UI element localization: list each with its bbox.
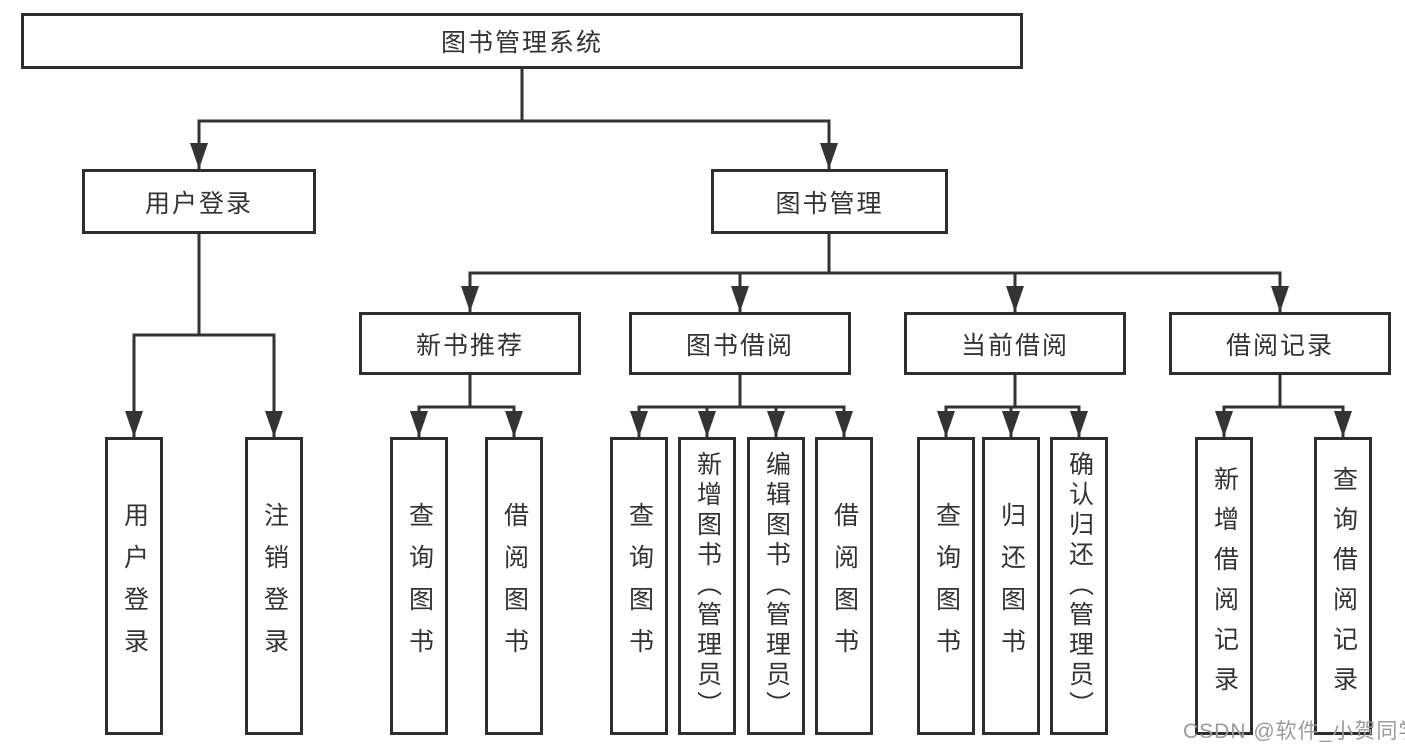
leaf-logout: 注销登录 — [245, 437, 303, 735]
node-user-login: 用户登录 — [82, 169, 316, 234]
leaf-borrow-books-recommend: 借阅图书 — [485, 437, 543, 735]
node-library-management-system: 图书管理系统 — [21, 13, 1023, 69]
watermark-text: CSDN @软件_小贺同学 — [1183, 720, 1405, 743]
leaf-confirm-return-admin: 确认归还（管理员） — [1050, 437, 1108, 735]
node-book-borrowing: 图书借阅 — [629, 312, 851, 375]
edge-borrow-records — [1215, 373, 1352, 439]
leaf-query-books-current: 查询图书 — [917, 437, 975, 735]
leaf-borrow-books-borrowing: 借阅图书 — [815, 437, 873, 735]
node-book-management: 图书管理 — [711, 169, 948, 234]
leaf-add-borrow-record: 新增借阅记录 — [1195, 437, 1253, 735]
leaf-user-login: 用户登录 — [105, 437, 163, 735]
leaf-query-borrow-record: 查询借阅记录 — [1314, 437, 1372, 735]
node-new-book-recommend: 新书推荐 — [359, 312, 581, 375]
edge-root — [190, 67, 838, 171]
edge-user-login — [125, 232, 283, 439]
node-current-borrowing: 当前借阅 — [904, 312, 1126, 375]
edge-current-borrowing — [937, 373, 1088, 439]
leaf-query-books-borrowing: 查询图书 — [610, 437, 668, 735]
leaf-edit-book-admin: 编辑图书（管理员） — [747, 437, 805, 735]
node-borrow-records: 借阅记录 — [1169, 312, 1391, 375]
leaf-return-books: 归还图书 — [982, 437, 1040, 735]
edge-book-borrowing — [630, 373, 853, 439]
leaf-query-books-recommend: 查询图书 — [390, 437, 448, 735]
leaf-add-book-admin: 新增图书（管理员） — [678, 437, 736, 735]
edge-new-book-recommend — [410, 373, 523, 439]
edge-book-management — [461, 232, 1289, 314]
